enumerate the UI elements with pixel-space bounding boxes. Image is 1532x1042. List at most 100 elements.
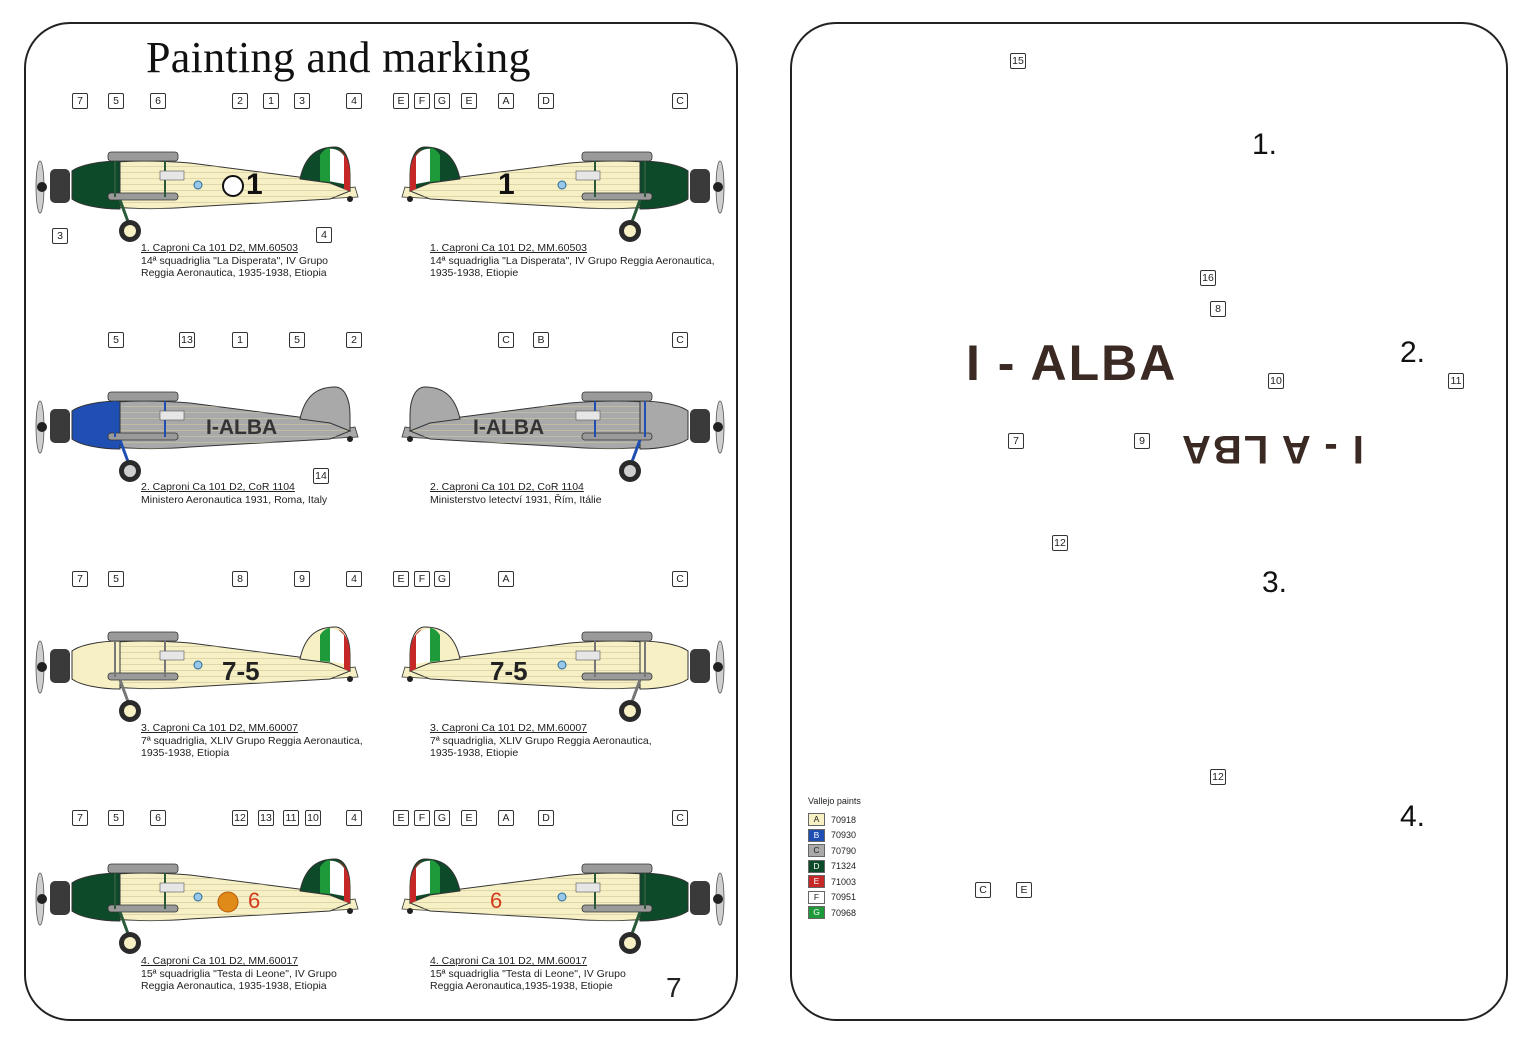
fin-white [328, 148, 349, 185]
legend-code: 71324 [831, 861, 857, 872]
callout-label: G [434, 810, 450, 826]
tail-wheel [347, 436, 353, 442]
fin-red [410, 149, 422, 191]
callout-label: C [975, 882, 991, 898]
nose-section [639, 160, 689, 210]
upper-wing [107, 863, 179, 874]
spinner [713, 422, 723, 432]
upper-wing [107, 151, 179, 162]
callout-label: 1 [263, 93, 279, 109]
callout-label: 12 [1052, 535, 1068, 551]
engine [50, 881, 70, 915]
page-title: Painting and marking [146, 33, 531, 82]
callout-label: 8 [232, 571, 248, 587]
callout-label: 3 [294, 93, 310, 109]
callout-label: C [672, 571, 688, 587]
fin-white [411, 628, 432, 665]
callout-label: F [414, 810, 430, 826]
callout-label: E [393, 810, 409, 826]
callout-label: 11 [1448, 373, 1464, 389]
tail-wheel [407, 676, 413, 682]
upper-wing [107, 391, 179, 402]
caption-2-left: 2. Caproni Ca 101 D2, CoR 1104 Ministero… [141, 481, 328, 506]
marking-4-right: 6 [490, 888, 503, 913]
callout-label: 10 [305, 810, 321, 826]
callout-label: 6 [150, 93, 166, 109]
caption-3-left: 3. Caproni Ca 101 D2, MM.60007 7ª squadr… [141, 722, 363, 759]
callout-label: 11 [283, 810, 299, 826]
wing-marking-lower: I - A LBA [1180, 427, 1364, 471]
callout-label: F [414, 571, 430, 587]
callout-label: B [533, 332, 549, 348]
callout-label: 15 [1010, 53, 1026, 69]
legend-swatch: E [808, 875, 825, 889]
legend-title: Vallejo paints [808, 796, 861, 806]
upper-wing [581, 863, 653, 874]
spinner [713, 894, 723, 904]
legend-code: 71003 [831, 876, 857, 887]
aircraft-side-profile [35, 386, 359, 482]
lower-wing [581, 432, 653, 441]
legend-swatch: F [808, 890, 825, 904]
callout-label: 5 [289, 332, 305, 348]
wheel-hub [124, 705, 136, 717]
nose-section [71, 160, 121, 210]
fin-white [411, 860, 432, 897]
caption-4-left: 4. Caproni Ca 101 D2, MM.60017 15ª squad… [141, 955, 337, 992]
callout-label: 7 [72, 571, 88, 587]
callout-label: C [672, 93, 688, 109]
marking-2-left: I-ALBA [206, 416, 278, 439]
callout-label: E [1016, 882, 1032, 898]
callout-label: C [672, 332, 688, 348]
callout-label: 16 [1200, 270, 1216, 286]
callout-label: C [672, 810, 688, 826]
caption-2-right: 2. Caproni Ca 101 D2, CoR 1104 Ministers… [430, 481, 602, 506]
fin-green [430, 628, 440, 662]
callout-label: F [414, 93, 430, 109]
aircraft-side-profile [35, 626, 359, 722]
engine [690, 649, 710, 683]
wheel-hub [124, 465, 136, 477]
legend-code: 70918 [831, 814, 857, 825]
upper-wing [581, 391, 653, 402]
legend-code: 70951 [831, 892, 857, 903]
callout-label: 12 [232, 810, 248, 826]
wheel-hub [624, 705, 636, 717]
tail-wheel [347, 908, 353, 914]
fin-red [338, 149, 350, 191]
legend-code: 70930 [831, 830, 857, 841]
callout-label: 1 [232, 332, 248, 348]
cabin-window [159, 882, 185, 893]
callout-label: E [393, 571, 409, 587]
fin-red [410, 861, 422, 903]
fin-green [320, 860, 330, 894]
lower-wing [581, 192, 653, 201]
tail-wheel [347, 196, 353, 202]
callout-label: E [393, 93, 409, 109]
engine [50, 409, 70, 443]
caption-1-left: 1. Caproni Ca 101 D2, MM.60503 14ª squad… [141, 242, 329, 279]
roundel [193, 660, 203, 670]
engine [690, 169, 710, 203]
cabin-window [575, 650, 601, 661]
nose-section [71, 872, 121, 922]
fin-green [430, 860, 440, 894]
engine [690, 409, 710, 443]
legend-swatch: D [808, 859, 825, 873]
fin-red [338, 861, 350, 903]
callout-label: C [498, 332, 514, 348]
spinner [37, 662, 47, 672]
wheel-hub [624, 937, 636, 949]
callout-label: A [498, 571, 514, 587]
nose-section [71, 640, 121, 690]
fin-white [328, 628, 349, 665]
upper-wing [581, 631, 653, 642]
callout-label: 9 [294, 571, 310, 587]
right-page-frame [790, 22, 1508, 1021]
cabin-window [575, 170, 601, 181]
nose-section [71, 400, 121, 450]
